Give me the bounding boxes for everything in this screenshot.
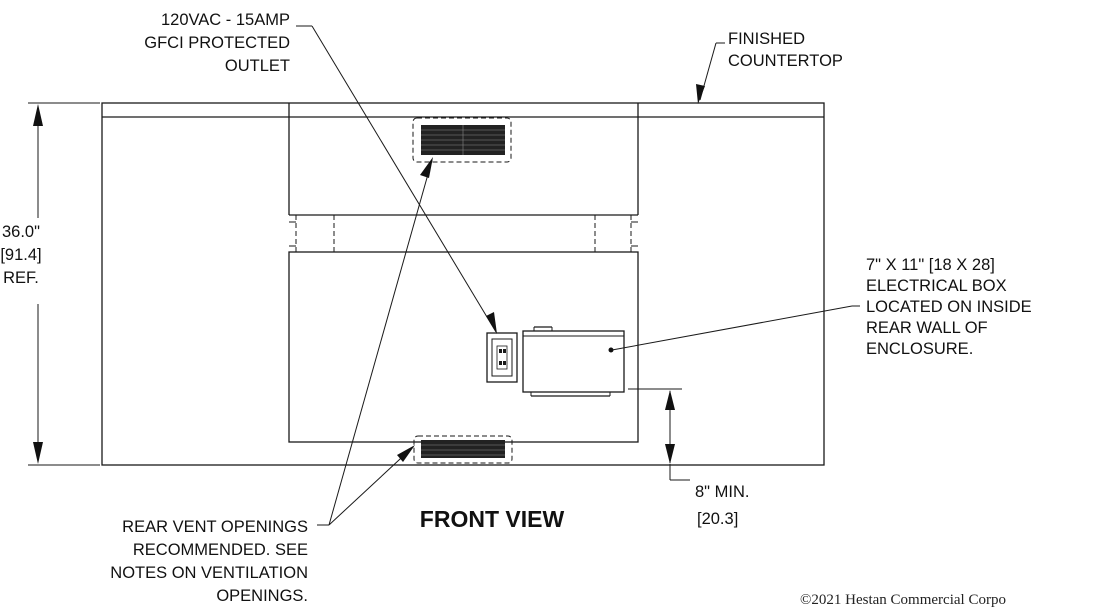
bottom-vent-opening <box>413 435 513 464</box>
height-dimension <box>28 102 100 466</box>
outlet-label-line-2: GFCI PROTECTED <box>144 34 290 52</box>
electrical-box-label-line-2: ELECTRICAL BOX <box>866 277 1007 295</box>
countertop-label: FINISHED COUNTERTOP <box>728 30 843 70</box>
height-label-ref: REF. <box>3 269 39 287</box>
copyright-notice: ©2021 Hestan Commercial Corpo <box>800 592 1006 608</box>
vent-label-line-4: OPENINGS. <box>216 587 308 605</box>
electrical-box <box>522 326 625 397</box>
vent-label-line-3: NOTES ON VENTILATION <box>110 564 308 582</box>
electrical-box-label-line-4: REAR WALL OF <box>866 319 988 337</box>
outlet-label-line-1: 120VAC - 15AMP <box>161 11 290 29</box>
min-height-label-inches: 8" MIN. <box>695 483 749 501</box>
electrical-box-label-line-3: LOCATED ON INSIDE <box>866 298 1032 316</box>
countertop-label-line-1: FINISHED <box>728 30 805 48</box>
gfci-outlet <box>486 332 518 383</box>
lower-unit <box>288 251 639 443</box>
upper-unit <box>288 103 639 252</box>
height-label-inches: 36.0" <box>2 223 40 241</box>
cabinet-outline <box>101 102 825 466</box>
outlet-label: 120VAC - 15AMP GFCI PROTECTED OUTLET <box>144 11 290 75</box>
min-height-label-cm: [20.3] <box>697 510 738 528</box>
leader-lines <box>296 25 860 526</box>
vent-label-line-1: REAR VENT OPENINGS <box>122 518 308 536</box>
countertop-label-line-2: COUNTERTOP <box>728 52 843 70</box>
view-title: FRONT VIEW <box>420 506 565 532</box>
height-label-cm: [91.4] <box>0 246 41 264</box>
min-height-label: 8" MIN. [20.3] <box>695 483 749 528</box>
enclosure-outline <box>101 102 825 466</box>
electrical-box-label-line-1: 7" X 11" [18 X 28] <box>866 256 995 274</box>
electrical-box-label-line-5: ENCLOSURE. <box>866 340 973 358</box>
vent-label-line-2: RECOMMENDED. SEE <box>133 541 308 559</box>
min-height-dimension <box>628 388 690 481</box>
top-vent-opening <box>412 117 512 163</box>
vent-label: REAR VENT OPENINGS RECOMMENDED. SEE NOTE… <box>110 518 308 605</box>
bottom-vent-grille <box>421 440 505 458</box>
electrical-box-label: 7" X 11" [18 X 28] ELECTRICAL BOX LOCATE… <box>866 256 1032 358</box>
outlet-label-line-3: OUTLET <box>225 57 290 75</box>
height-label: 36.0" [91.4] REF. <box>0 223 41 287</box>
